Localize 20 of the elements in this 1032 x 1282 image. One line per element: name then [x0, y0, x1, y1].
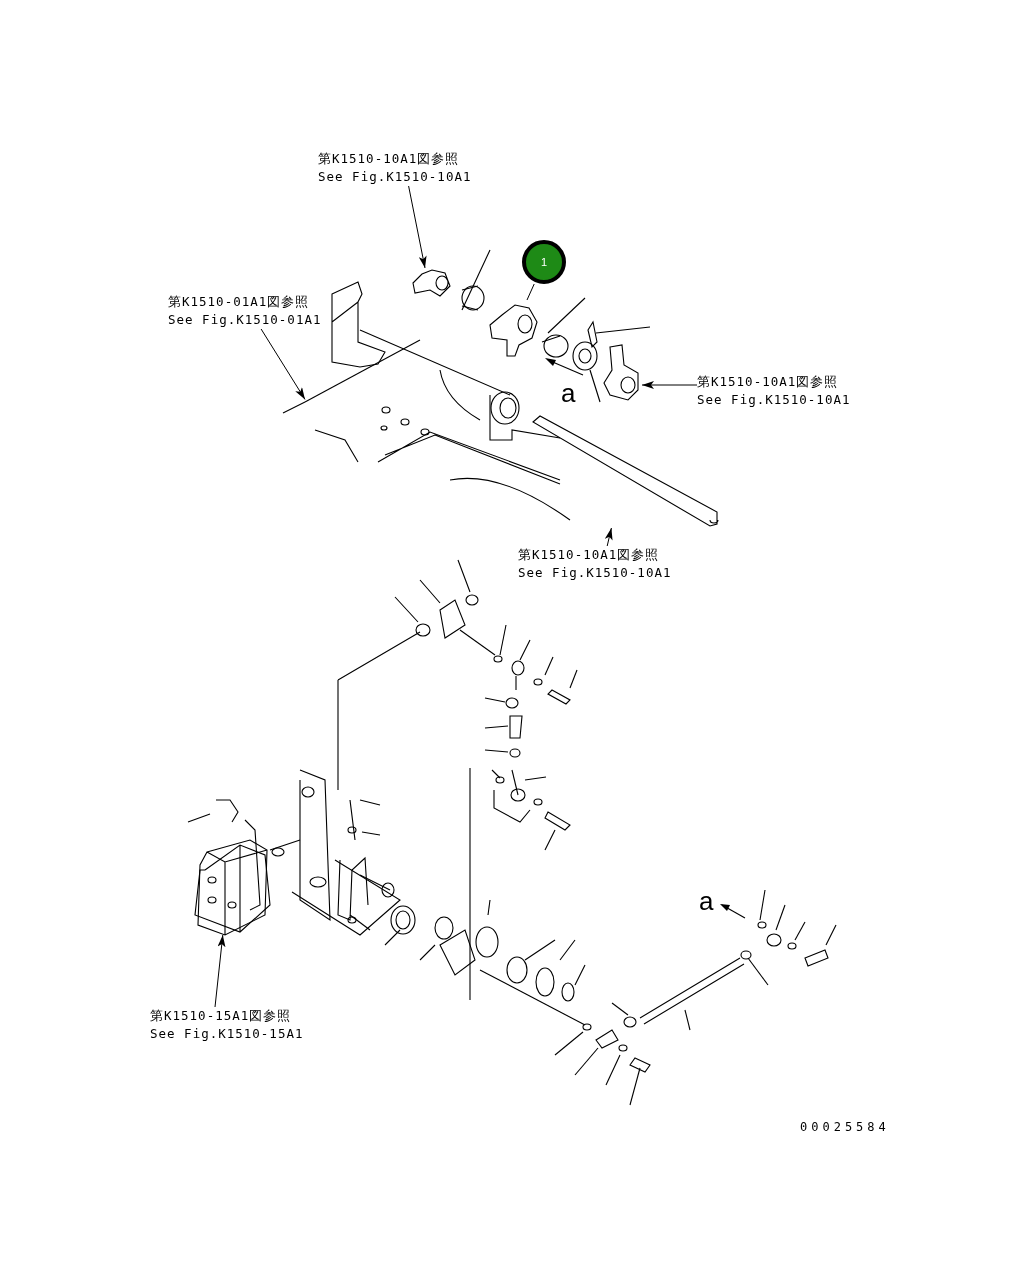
reference-note: See Fig.K1510-10A1 — [318, 168, 472, 186]
reference-note: 第K1510-10A1図参照 — [518, 546, 661, 564]
leader-arrow — [260, 328, 306, 400]
leader-arrow — [641, 381, 698, 389]
reference-note: 第K1510-10A1図参照 — [697, 373, 840, 391]
leader-arrow — [408, 185, 427, 269]
leader-line — [526, 283, 535, 301]
direction-letter: a — [561, 380, 576, 406]
reference-note: See Fig.K1510-15A1 — [150, 1025, 304, 1043]
drawing-number: 00025584 — [800, 1120, 890, 1134]
reference-note: See Fig.K1510-01A1 — [168, 311, 322, 329]
reference-note: 第K1510-15A1図参照 — [150, 1007, 293, 1025]
reference-note: 第K1510-10A1図参照 — [318, 150, 461, 168]
callout-number: 1 — [522, 240, 566, 284]
reference-note: See Fig.K1510-10A1 — [518, 564, 672, 582]
direction-letter: a — [699, 888, 714, 914]
reference-note: 第K1510-01A1図参照 — [168, 293, 311, 311]
reference-note: See Fig.K1510-10A1 — [697, 391, 851, 409]
leader-arrow — [214, 934, 226, 1008]
leader-arrow — [604, 527, 613, 547]
